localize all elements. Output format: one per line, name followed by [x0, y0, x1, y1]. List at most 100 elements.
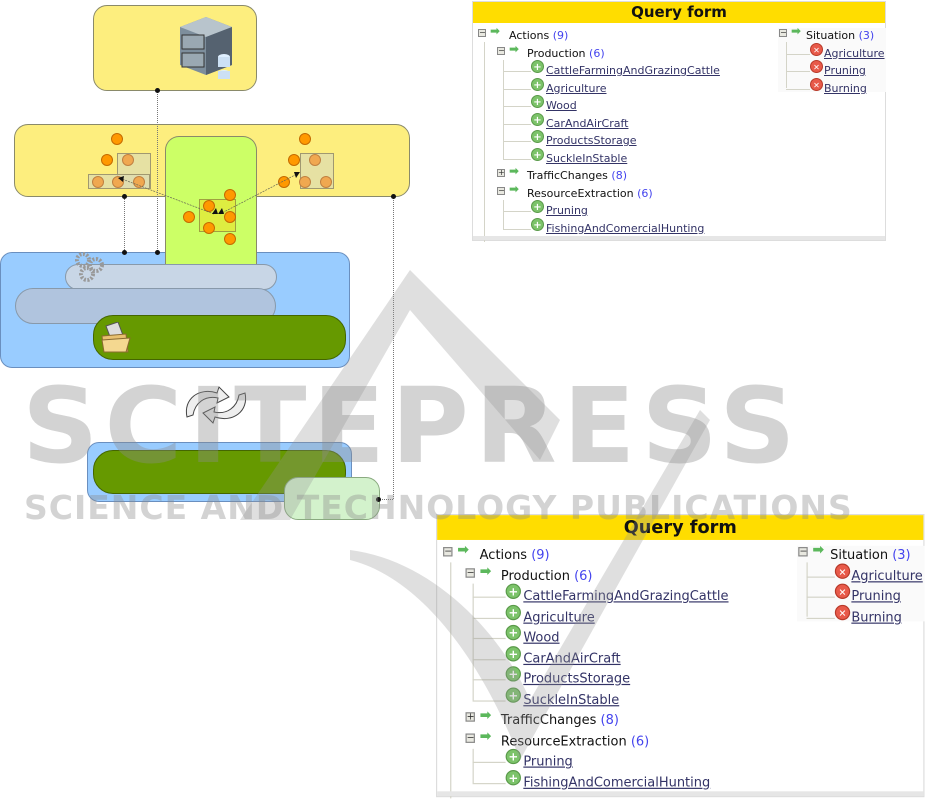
action-link[interactable]: Wood: [523, 629, 560, 645]
tree-node-group[interactable]: ResourceExtraction (6): [500, 732, 650, 749]
connector-dot: [391, 194, 396, 199]
add-icon[interactable]: +: [505, 666, 521, 682]
action-link[interactable]: CattleFarmingAndGrazingCattle: [546, 64, 720, 77]
tree-node-situation[interactable]: Situation (3): [806, 29, 875, 42]
add-icon[interactable]: +: [505, 583, 521, 599]
tree-node-group[interactable]: Production (6): [500, 567, 593, 584]
toggle-resourceextraction[interactable]: −: [497, 185, 505, 195]
action-link[interactable]: Pruning: [523, 753, 573, 769]
tree-node-group[interactable]: TrafficChanges (8): [527, 169, 627, 182]
toggle-trafficchanges[interactable]: +: [497, 168, 505, 177]
tree-leaf[interactable]: CarAndAirCraft: [523, 649, 620, 668]
remove-icon[interactable]: ✕: [834, 562, 851, 579]
tree-node-situation[interactable]: Situation (3): [830, 547, 911, 563]
add-icon[interactable]: +: [505, 769, 521, 785]
tree-leaf[interactable]: Agriculture: [851, 567, 922, 586]
collapse-situation-toggle[interactable]: −: [798, 545, 808, 557]
tree-leaf[interactable]: Wood: [546, 98, 577, 114]
tree-leaf[interactable]: Pruning: [546, 203, 588, 219]
remove-icon[interactable]: ✕: [810, 77, 823, 91]
situation-link[interactable]: Agriculture: [824, 46, 885, 60]
add-icon[interactable]: +: [531, 200, 544, 213]
tree-node-group[interactable]: ResourceExtraction (6): [527, 186, 653, 200]
remove-icon[interactable]: ✕: [834, 583, 851, 599]
tree-leaf[interactable]: SuckleInStable: [546, 151, 627, 167]
tree-leaf[interactable]: Wood: [523, 628, 559, 647]
action-link[interactable]: SuckleInStable: [523, 691, 620, 707]
situation-link[interactable]: Burning: [824, 81, 867, 95]
add-icon[interactable]: +: [505, 624, 521, 641]
tree-leaf[interactable]: Burning: [824, 81, 867, 97]
connector-database: [157, 90, 158, 253]
add-icon[interactable]: +: [531, 217, 544, 231]
add-icon[interactable]: +: [531, 60, 544, 73]
tree-leaf[interactable]: Pruning: [824, 63, 866, 79]
situation-link[interactable]: Burning: [851, 608, 902, 625]
action-link[interactable]: CarAndAirCraft: [523, 650, 621, 666]
arrow-icon: ➡: [509, 41, 520, 56]
tree-leaf[interactable]: Pruning: [851, 587, 900, 606]
connector-dot: [122, 194, 127, 199]
collapse-situation-toggle[interactable]: −: [779, 28, 787, 37]
action-link[interactable]: ProductsStorage: [546, 134, 637, 147]
connector-result: [379, 499, 393, 500]
tree-node-actions[interactable]: Actions (9): [509, 29, 569, 42]
add-icon[interactable]: +: [505, 604, 521, 620]
action-link[interactable]: Pruning: [546, 204, 588, 217]
scrollbar[interactable]: [437, 791, 924, 797]
tree-node-group[interactable]: TrafficChanges (8): [500, 712, 619, 728]
toggle-production[interactable]: −: [465, 566, 475, 578]
tree-node-group[interactable]: Production (6): [527, 46, 605, 60]
tree-leaf[interactable]: SuckleInStable: [523, 690, 619, 709]
tree-leaf[interactable]: ProductsStorage: [546, 133, 637, 149]
remove-icon[interactable]: ✕: [810, 42, 823, 56]
tree-leaf[interactable]: ProductsStorage: [523, 670, 630, 689]
situation-link[interactable]: Pruning: [824, 64, 866, 77]
situation-link[interactable]: Agriculture: [851, 567, 923, 584]
action-link[interactable]: FishingAndComercialHunting: [546, 221, 705, 235]
tree-leaf[interactable]: Agriculture: [523, 608, 594, 627]
situation-link[interactable]: Pruning: [851, 588, 901, 604]
connector-dot: [376, 497, 381, 502]
tree-leaf[interactable]: CarAndAirCraft: [546, 116, 628, 132]
remove-icon[interactable]: ✕: [810, 60, 823, 73]
tree-leaf[interactable]: FishingAndComercialHunting: [523, 773, 710, 792]
add-icon[interactable]: +: [505, 645, 521, 661]
action-link[interactable]: CattleFarmingAndGrazingCattle: [523, 588, 729, 604]
collapse-actions-toggle[interactable]: −: [478, 28, 486, 37]
action-link[interactable]: Agriculture: [523, 608, 595, 625]
connector-dot: [122, 250, 127, 255]
toggle-trafficchanges[interactable]: +: [465, 711, 475, 722]
query-form-large: Query form−➡Actions (9)−➡Production (6)+…: [436, 514, 925, 799]
action-link[interactable]: SuckleInStable: [546, 151, 628, 165]
connector-dot: [155, 88, 160, 93]
toggle-resourceextraction[interactable]: −: [465, 731, 475, 743]
tree-leaf[interactable]: Burning: [851, 608, 902, 627]
add-icon[interactable]: +: [531, 95, 544, 108]
action-link[interactable]: Wood: [546, 99, 577, 112]
add-icon[interactable]: +: [531, 147, 544, 161]
remove-icon[interactable]: ✕: [834, 604, 851, 620]
tree-leaf[interactable]: Agriculture: [824, 46, 885, 62]
scrollbar[interactable]: [473, 236, 885, 240]
merged-ontology-tree: [183, 189, 239, 245]
tree-leaf[interactable]: CattleFarmingAndGrazingCattle: [523, 587, 728, 606]
action-link[interactable]: ProductsStorage: [523, 670, 631, 687]
arrow-icon: ➡: [490, 24, 501, 38]
action-link[interactable]: Agriculture: [546, 81, 607, 95]
tree-node-actions[interactable]: Actions (9): [479, 547, 550, 563]
action-link[interactable]: CarAndAirCraft: [546, 116, 629, 130]
tree-leaf[interactable]: Pruning: [523, 752, 572, 771]
tree-leaf[interactable]: CattleFarmingAndGrazingCattle: [546, 63, 720, 79]
connector-ontology-left: [124, 196, 125, 252]
add-icon[interactable]: +: [531, 77, 544, 91]
tree-leaf[interactable]: FishingAndComercialHunting: [546, 221, 704, 237]
collapse-actions-toggle[interactable]: −: [443, 545, 453, 557]
toggle-production[interactable]: −: [497, 45, 505, 55]
add-icon[interactable]: +: [531, 112, 544, 126]
add-icon[interactable]: +: [531, 130, 544, 143]
add-icon[interactable]: +: [505, 748, 521, 765]
tree-leaf[interactable]: Agriculture: [546, 81, 607, 97]
add-icon[interactable]: +: [505, 686, 521, 703]
action-link[interactable]: FishingAndComercialHunting: [523, 774, 711, 790]
